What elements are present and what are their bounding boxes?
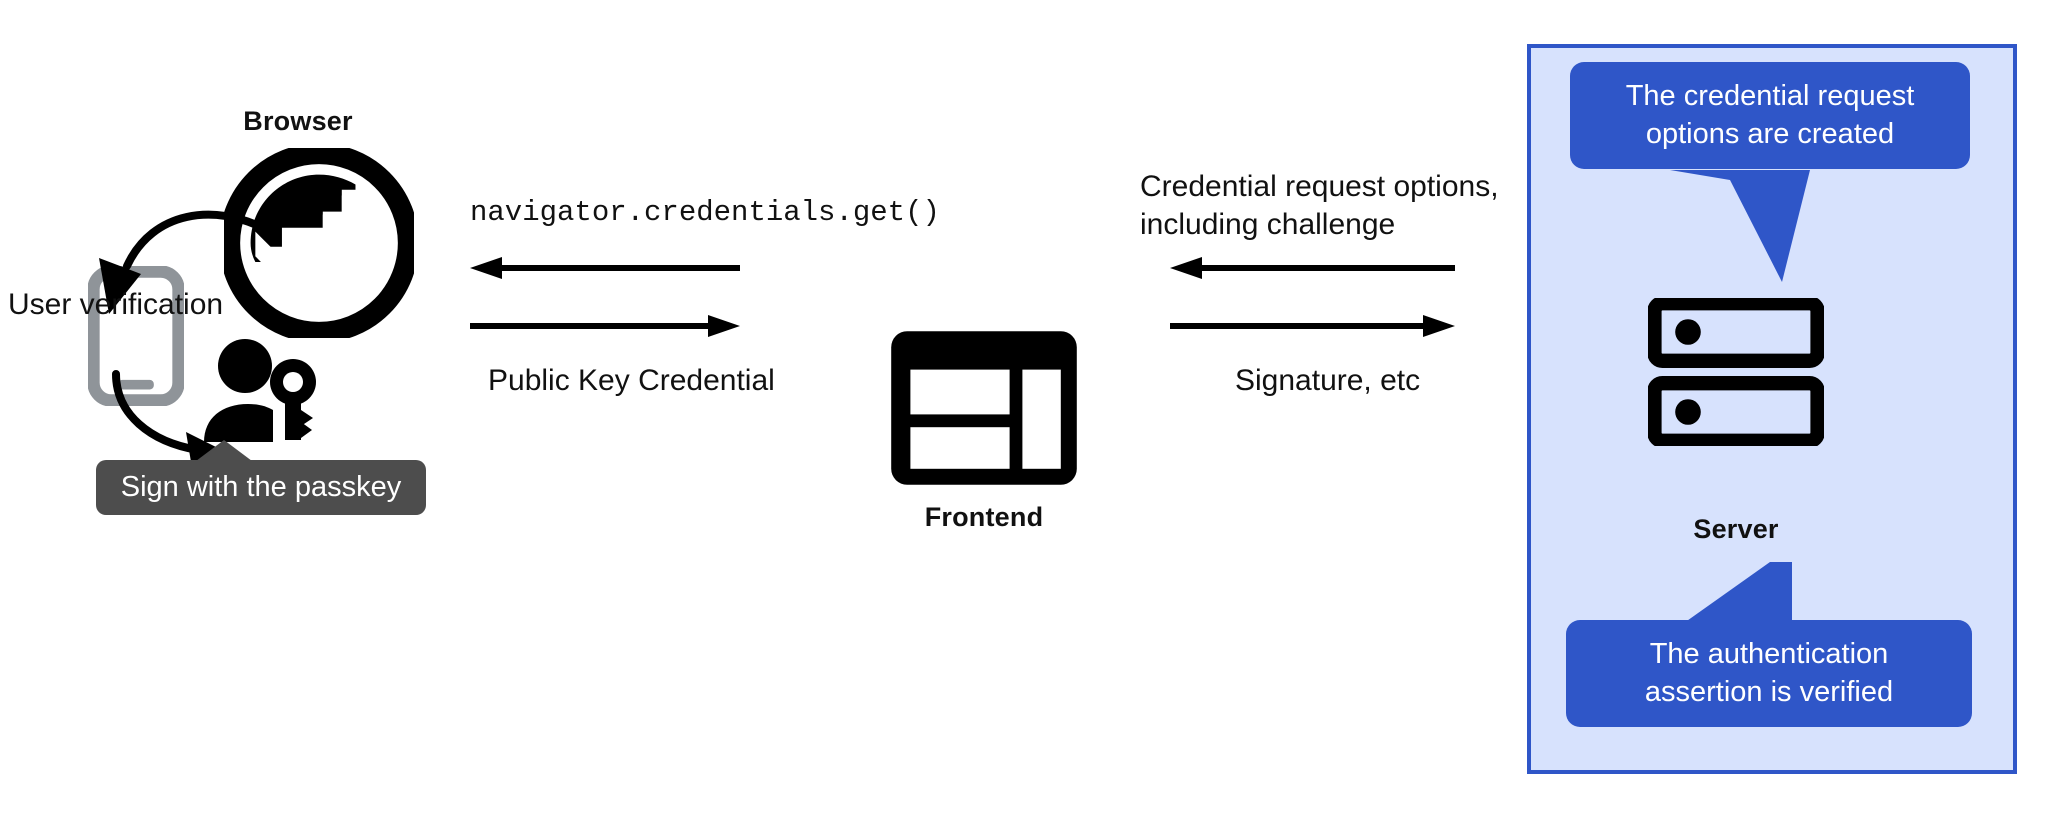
server-callout-top-text: The credential request options are creat… [1570, 62, 1970, 170]
globe-icon [219, 143, 419, 343]
arrow-head-left-icon [1170, 257, 1202, 279]
server-callout-top: The credential request options are creat… [1570, 62, 1970, 170]
person-with-key-icon [200, 330, 320, 450]
passkey-tooltip-text: Sign with the passkey [120, 471, 402, 503]
arrow-frontend-to-browser [470, 257, 740, 279]
smartphone-icon [87, 265, 185, 407]
callout-top-tail-icon [1670, 170, 1810, 282]
user-verification-label: User verification [8, 288, 224, 321]
frontend-label: Frontend [924, 502, 1044, 532]
navigator-credentials-get-label: navigator.credentials.get() [470, 196, 940, 229]
arrow-browser-to-phone [85, 186, 270, 316]
arrow-frontend-to-server [1170, 315, 1455, 337]
public-key-credential-label: Public Key Credential [488, 364, 775, 397]
server-callout-bottom-text: The authentication assertion is verified [1566, 620, 1972, 728]
arrow-head-right-icon [1423, 315, 1455, 337]
browser-label: Browser [243, 106, 353, 136]
tooltip-tail-icon [196, 440, 252, 461]
server-label: Server [1693, 514, 1779, 544]
arrow-head-left-icon [470, 257, 502, 279]
arrow-server-to-frontend [1170, 257, 1455, 279]
arrow-browser-to-frontend [470, 315, 740, 337]
tooltip-body: Sign with the passkey [96, 460, 426, 515]
layout-window-icon [888, 328, 1080, 488]
signature-etc-label: Signature, etc [1235, 364, 1421, 397]
server-callout-bottom: The authentication assertion is verified [1566, 620, 1972, 728]
server-rack-icon [1647, 296, 1825, 448]
credential-request-options-label: Credential request options, including ch… [1140, 170, 1499, 242]
arrow-head-right-icon [708, 315, 740, 337]
passkey-tooltip: Sign with the passkey [96, 440, 426, 515]
